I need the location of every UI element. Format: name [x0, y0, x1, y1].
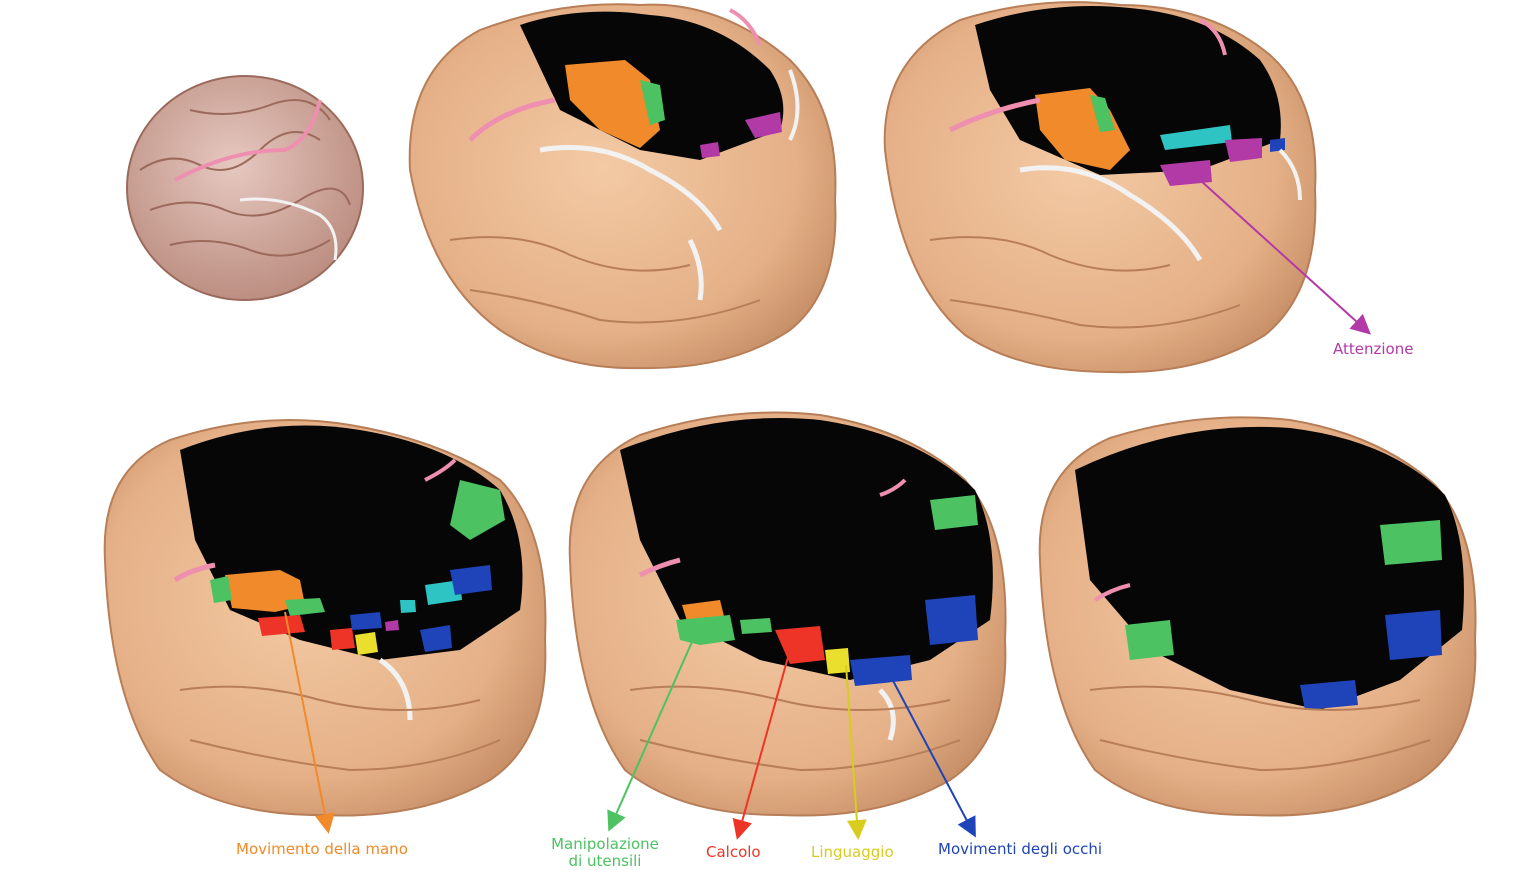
hand-movement-arrow: [284, 611, 335, 834]
reference-brain: [126, 75, 364, 301]
attention-label: Attenzione: [1333, 340, 1414, 358]
brain-bottom-left: [103, 419, 547, 817]
language-label: Linguaggio: [811, 843, 894, 861]
brain-bottom-right: [1038, 416, 1477, 817]
eye-movements-label: Movimenti degli occhi: [938, 840, 1103, 858]
language-arrow: [845, 664, 867, 840]
tool-manipulation-label: Manipolazione di utensili: [540, 836, 670, 870]
eye-movements-arrow: [889, 674, 976, 838]
tool-manipulation-label-line1: Manipolazione: [551, 835, 659, 853]
tool-manipulation-label-line2: di utensili: [568, 852, 642, 870]
tool-manipulation-arrow: [607, 634, 696, 832]
hand-movement-label: Movimento della mano: [236, 840, 408, 858]
brain-bottom-middle: [568, 411, 1007, 817]
brain-top-middle: [408, 3, 837, 370]
brain-top-right: [883, 1, 1317, 374]
calculation-label: Calcolo: [706, 843, 761, 861]
attention-arrow: [1199, 179, 1371, 335]
calculation-arrow: [732, 649, 791, 840]
